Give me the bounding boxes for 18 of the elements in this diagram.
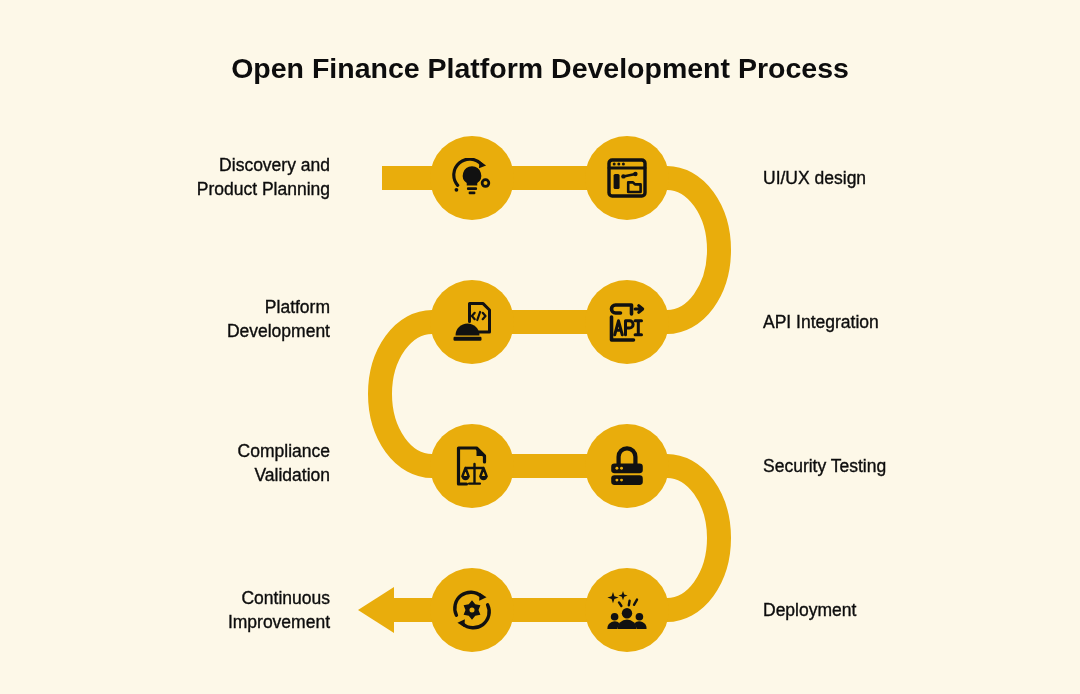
connector xyxy=(512,310,587,334)
connector xyxy=(665,454,731,622)
title: Open Finance Platform Development Process xyxy=(231,51,849,85)
step-label: Compliance Validation xyxy=(236,440,330,487)
connector xyxy=(512,598,587,622)
step-label: UI/UX design xyxy=(763,167,868,190)
step-label: API Integration xyxy=(763,311,880,334)
step-label: Security Testing xyxy=(763,455,888,478)
connector xyxy=(512,166,587,190)
connector xyxy=(512,454,587,478)
connector xyxy=(665,166,731,334)
step-label: Deployment xyxy=(763,599,858,622)
step-label: Discovery and Product Planning xyxy=(195,154,330,201)
step-label: Continuous Improvement xyxy=(226,587,330,634)
arrow xyxy=(358,587,432,633)
connector xyxy=(368,310,434,478)
step-label: Platform Development xyxy=(225,296,330,343)
connector xyxy=(382,166,432,190)
